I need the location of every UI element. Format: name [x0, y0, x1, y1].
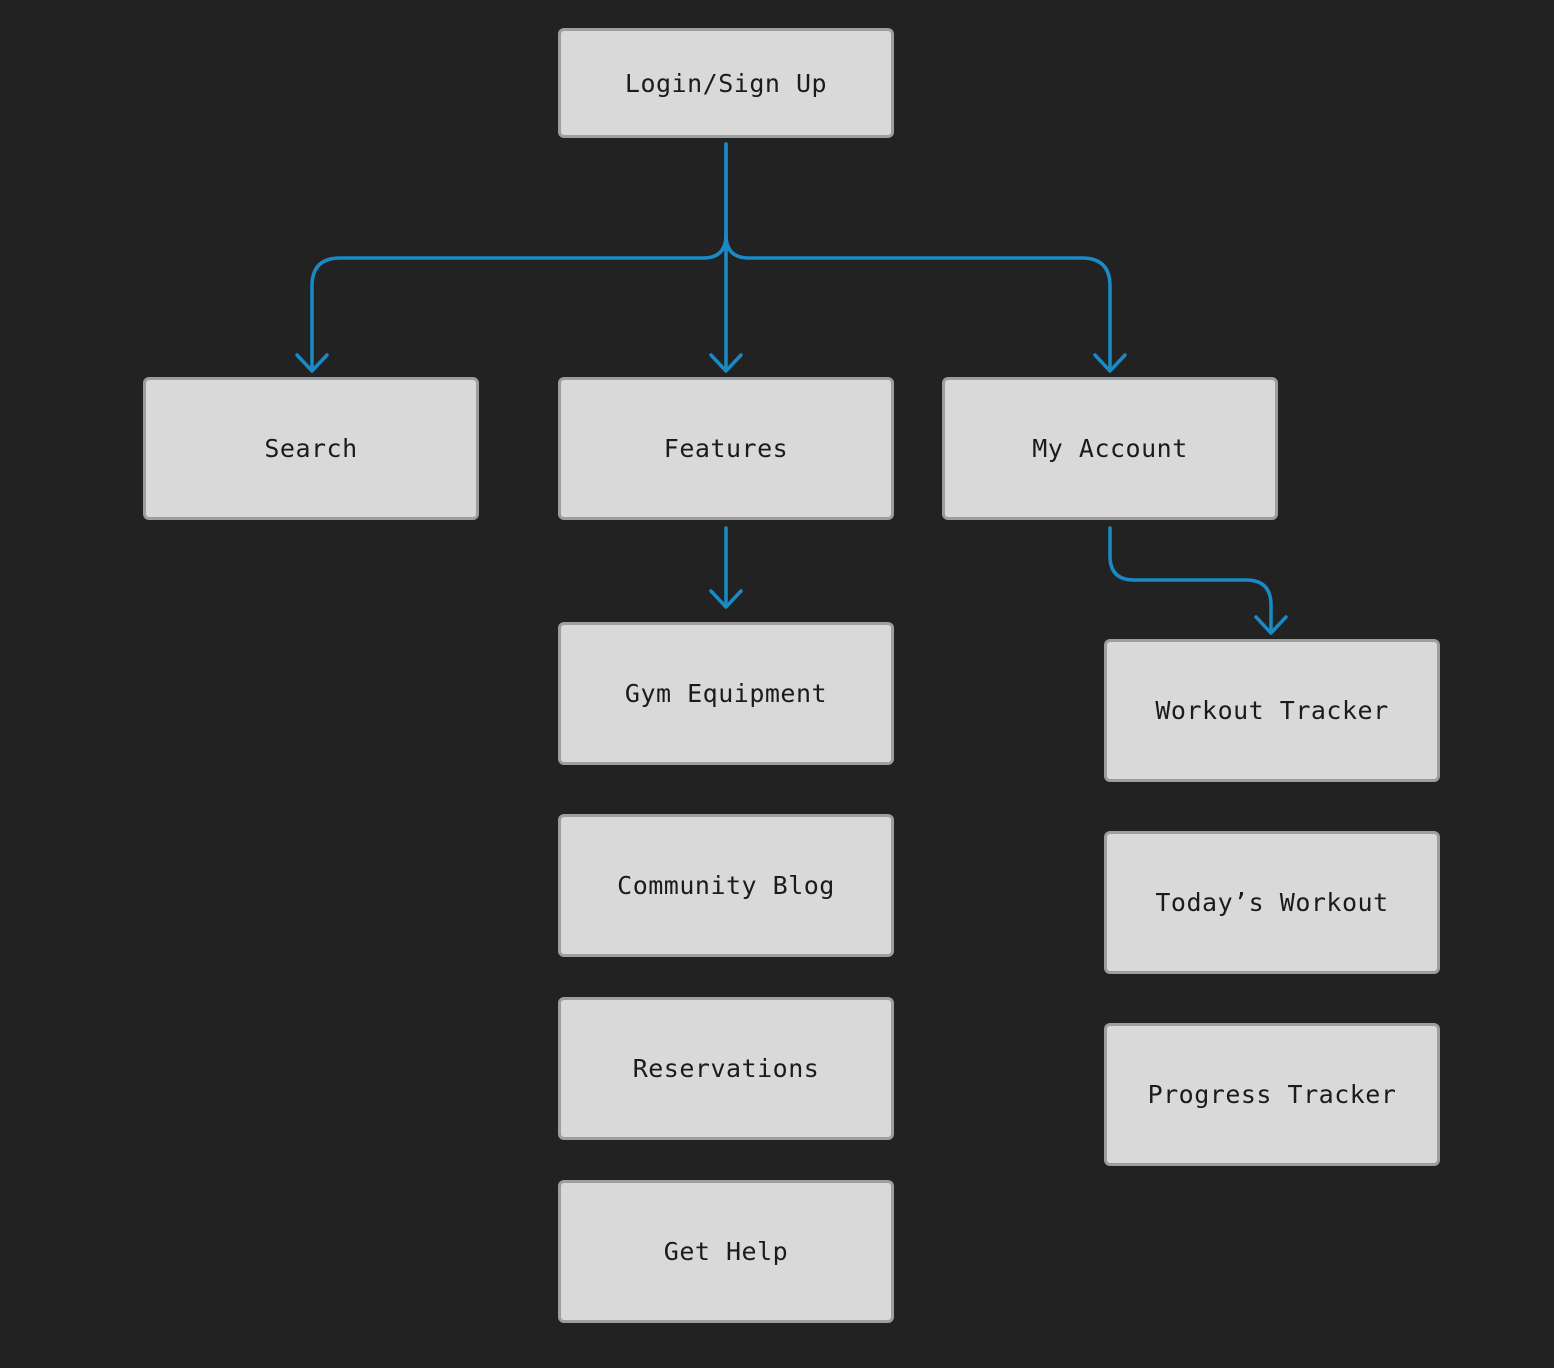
node-community-blog: Community Blog	[558, 814, 894, 957]
node-get-help: Get Help	[558, 1180, 894, 1323]
arrowhead-search	[295, 353, 329, 373]
node-login-sign-up: Login/Sign Up	[558, 28, 894, 138]
edge-my-account-to-workout-tracker	[1108, 526, 1273, 634]
arrowhead-features	[709, 353, 743, 373]
node-features: Features	[558, 377, 894, 520]
arrowhead-workout-tracker	[1254, 615, 1288, 635]
arrowhead-gym-equipment	[709, 589, 743, 609]
node-my-account: My Account	[942, 377, 1278, 520]
node-search: Search	[143, 377, 479, 520]
edge-login-to-my-account	[724, 233, 1112, 372]
node-progress-tracker: Progress Tracker	[1104, 1023, 1440, 1166]
node-workout-tracker: Workout Tracker	[1104, 639, 1440, 782]
node-todays-workout: Today’s Workout	[1104, 831, 1440, 974]
edge-login-to-search	[310, 142, 728, 372]
arrowhead-my-account	[1093, 353, 1127, 373]
node-reservations: Reservations	[558, 997, 894, 1140]
node-gym-equipment: Gym Equipment	[558, 622, 894, 765]
